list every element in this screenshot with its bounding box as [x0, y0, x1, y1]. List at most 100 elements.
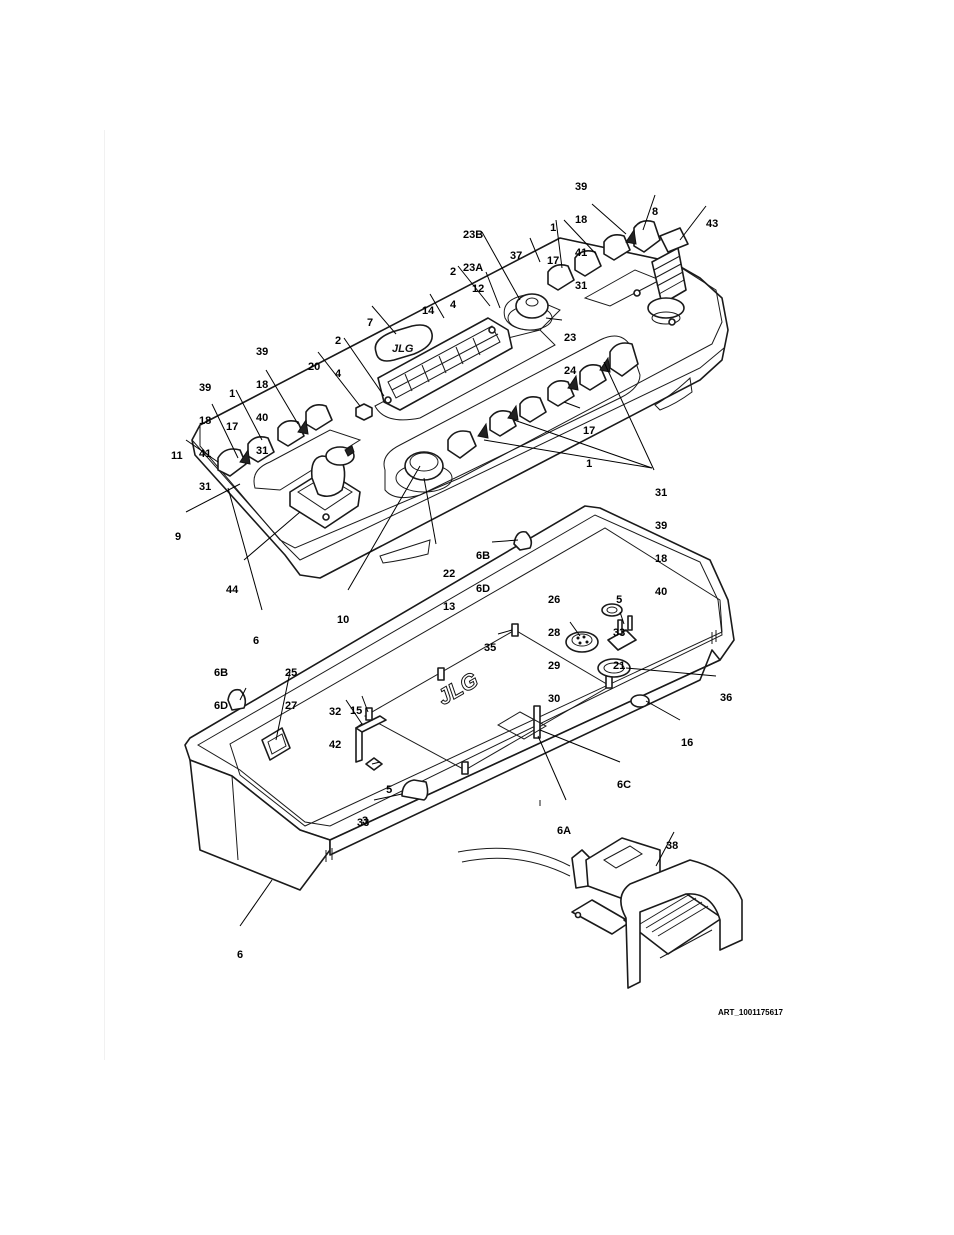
- connector-26: [565, 631, 599, 653]
- callout-6b-6d-top: 6B 6D: [476, 529, 490, 606]
- callout-line: 39: [256, 346, 269, 358]
- callout-line: 15: [350, 705, 363, 717]
- callout-line: 5: [386, 784, 393, 796]
- callout-line: 12: [472, 283, 485, 295]
- callout-3: 3: [362, 794, 368, 838]
- callout-line: 2: [450, 266, 457, 278]
- callout-line: 16: [681, 737, 694, 749]
- callout-10: 10: [337, 593, 349, 637]
- callout-line: 33: [357, 817, 370, 829]
- callout-line: 42: [329, 739, 342, 751]
- callout-39-18-40-31: 39 18 40 31: [256, 325, 268, 468]
- callout-line: 17: [226, 421, 239, 433]
- callout-line: 11: [171, 450, 183, 462]
- callout-line: 9: [175, 531, 182, 543]
- callout-44: 44: [226, 563, 238, 607]
- callout-line: 40: [655, 586, 668, 598]
- callout-23b-23a: 23B 23A: [463, 208, 483, 285]
- callout-2-4-top: 2 4: [450, 245, 456, 322]
- callout-line: 37: [510, 250, 523, 262]
- callout-17-1-right: 17 1: [583, 404, 595, 481]
- art-id-label: ART_1001175617: [718, 1008, 783, 1017]
- callout-line: 7: [367, 317, 374, 329]
- callout-line: 31: [575, 280, 588, 292]
- callout-39-18-41-31-left: 39 18 41 31: [199, 361, 211, 504]
- callout-line: 41: [199, 448, 212, 460]
- callout-5-33-21: 5 33 21: [613, 573, 625, 683]
- callout-line: 30: [548, 693, 561, 705]
- callout-line: 8: [652, 206, 659, 218]
- callout-line: 31: [256, 445, 269, 457]
- callout-6c: 6C: [617, 758, 631, 802]
- callout-26-28-29-30: 26 28 29 30: [548, 573, 560, 716]
- callout-line: 36: [720, 692, 733, 704]
- callout-line: 39: [575, 181, 588, 193]
- callout-line: 25: [285, 667, 298, 679]
- callout-37: 37: [510, 229, 522, 273]
- callout-line: 39: [655, 520, 668, 532]
- callout-line: 44: [226, 584, 239, 596]
- callout-line: 6C: [617, 779, 632, 791]
- callout-line: 1: [550, 222, 557, 234]
- callout-8: 8: [652, 185, 658, 229]
- callout-line: 6B: [214, 667, 229, 679]
- callout-line: 22: [443, 568, 456, 580]
- callout-9: 9: [175, 510, 181, 554]
- callout-12: 12: [472, 262, 484, 306]
- jlg-badge-mark: JLG: [392, 343, 414, 355]
- callout-6a: 6A: [557, 804, 571, 848]
- callout-20: 20: [308, 340, 320, 384]
- callout-line: 6: [253, 635, 260, 647]
- callout-35: 35: [484, 621, 496, 665]
- callout-11: 11: [171, 429, 183, 473]
- callout-22-13: 22 13: [443, 547, 455, 624]
- callout-line: 6D: [476, 583, 491, 595]
- callout-line: 18: [199, 415, 212, 427]
- callout-line: 21: [613, 660, 626, 672]
- callout-line: 1: [229, 388, 236, 400]
- scan-edge: [104, 130, 105, 1060]
- callout-line: 23B: [463, 229, 484, 241]
- callout-line: 18: [256, 379, 269, 391]
- callout-6-lower: 6: [237, 928, 243, 972]
- callout-1-17-left: 1 17: [226, 367, 238, 444]
- callout-line: 40: [256, 412, 269, 424]
- callout-line: 4: [335, 368, 342, 380]
- callout-31-39-18-40: 31 39 18 40: [655, 466, 667, 609]
- callout-43: 43: [706, 197, 718, 241]
- callout-23-24: 23 24: [564, 311, 576, 388]
- callout-2-4-mid: 2 4: [335, 314, 341, 391]
- callout-32-42: 32 42: [329, 685, 341, 762]
- callout-36: 36: [720, 671, 732, 715]
- callout-line: 35: [484, 642, 497, 654]
- callout-line: 28: [548, 627, 561, 639]
- hex-knob-20: [355, 403, 373, 421]
- callout-5-33: 5 33: [357, 763, 392, 840]
- callout-line: 6A: [557, 825, 572, 837]
- callout-line: 39: [199, 382, 212, 394]
- callout-line: 18: [575, 214, 588, 226]
- key-button-23: [507, 293, 553, 331]
- callout-line: 27: [285, 700, 298, 712]
- callout-line: 2: [335, 335, 342, 347]
- callout-line: 14: [422, 305, 435, 317]
- callout-line: 17: [547, 255, 560, 267]
- callout-line: 29: [548, 660, 561, 672]
- switch-guards-left: [217, 404, 333, 477]
- leader-lines: [185, 194, 717, 927]
- callout-16: 16: [681, 716, 693, 760]
- callout-line: 31: [655, 487, 668, 499]
- callout-line: 13: [443, 601, 456, 613]
- callout-line: 31: [199, 481, 212, 493]
- boot-lever: [647, 227, 689, 325]
- callout-line: 1: [586, 458, 593, 470]
- callout-line: 33: [613, 627, 626, 639]
- callout-line: 20: [308, 361, 321, 373]
- callout-6b-6d-left: 6B 6D: [214, 646, 228, 723]
- callout-line: 18: [655, 553, 668, 565]
- callout-15: 15: [350, 684, 362, 728]
- callout-line: 24: [564, 365, 577, 377]
- callout-line: 6D: [214, 700, 229, 712]
- callout-25-27: 25 27: [285, 646, 297, 723]
- joystick: [289, 445, 361, 529]
